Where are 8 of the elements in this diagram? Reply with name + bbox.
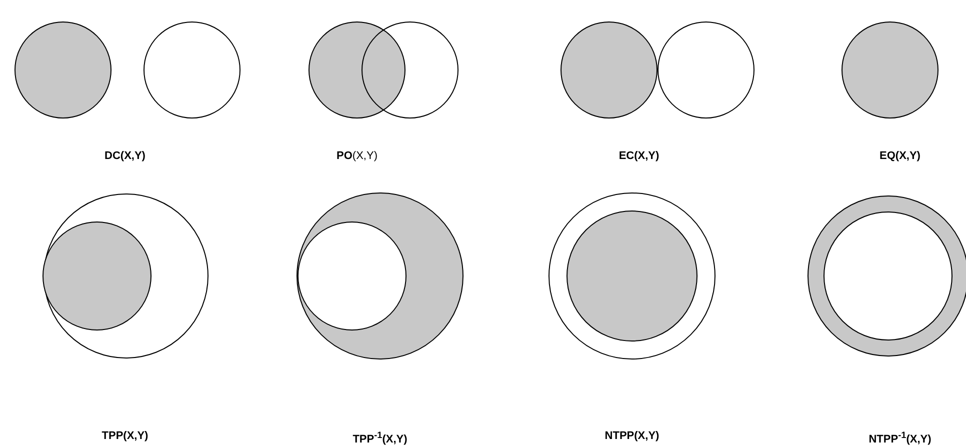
relation-label: EC(X,Y) <box>618 150 660 162</box>
relation-label: DC(X,Y) <box>104 150 146 162</box>
relation-label: TPP$^{-1}$(X,Y) <box>352 430 408 446</box>
relation-label: EQ(X,Y) <box>880 150 920 162</box>
relation-label: NTPP$^{-1}$(X,Y) <box>868 430 932 446</box>
relation-label: PO(X,Y) <box>336 150 378 162</box>
relation-label: NTPP(X,Y) <box>604 430 660 442</box>
relation-label: TPP(X,Y) <box>102 430 148 442</box>
